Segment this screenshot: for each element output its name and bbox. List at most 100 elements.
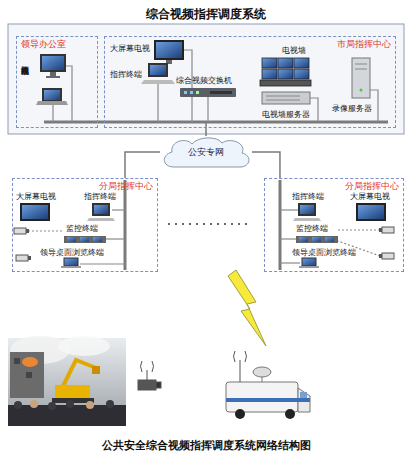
device-label: 综合视频交换机 — [176, 76, 232, 85]
van-window — [300, 392, 307, 398]
camera-body — [138, 380, 156, 390]
switch-light — [190, 91, 193, 94]
console-screen — [80, 237, 89, 242]
server-body — [262, 92, 310, 104]
crowd-head — [86, 401, 94, 409]
diagram-title: 综合视频指挥调度系统 — [0, 6, 412, 23]
van-antenna — [240, 360, 241, 382]
device-wire — [52, 105, 53, 122]
box-heading: 分局指挥中心 — [99, 181, 153, 191]
device-label: 监控终端 — [296, 224, 328, 233]
monitor-screen — [42, 56, 64, 70]
monitor-stand — [46, 76, 60, 78]
tower-body — [352, 58, 370, 98]
device-wire — [280, 209, 298, 210]
network-link — [125, 152, 160, 178]
console-screen — [67, 237, 76, 242]
box-heading: 领导办公室 — [21, 39, 66, 49]
tv-screen — [22, 205, 48, 219]
device-label: 监控终端 — [66, 224, 98, 233]
tv-frame — [356, 203, 386, 221]
device-wire — [207, 97, 208, 122]
wall-screen — [278, 69, 293, 79]
wireless-lightning — [228, 270, 266, 346]
device-label: 指挥终端 — [292, 192, 324, 201]
wall-screen — [278, 58, 293, 68]
camera-antenna — [147, 370, 148, 380]
keyboard — [141, 80, 175, 84]
keyboard — [293, 218, 321, 221]
photo-building — [10, 352, 44, 398]
desktop-terminal-icon — [36, 54, 68, 105]
device-wire — [28, 50, 380, 264]
console-body — [64, 236, 106, 243]
server-slot — [266, 100, 300, 101]
tv-frame — [20, 203, 50, 221]
camera-body — [16, 255, 28, 261]
device-label: 指挥终端 — [110, 70, 142, 79]
cloud-label: 公安专网 — [160, 136, 252, 168]
console-screen — [325, 237, 334, 242]
tower-slot — [355, 69, 367, 70]
van-stripe — [226, 398, 310, 402]
device-label: 电视墙服务器 — [262, 110, 310, 119]
crowd-head — [14, 401, 22, 409]
scene-photo — [8, 336, 126, 426]
device-wire — [157, 84, 158, 122]
tv-screen — [156, 42, 182, 58]
device-wire — [280, 238, 296, 239]
device-label: 大屏幕电视 — [350, 192, 390, 201]
camera-lens — [156, 382, 161, 388]
bus-line — [44, 121, 388, 124]
camera-lens — [379, 228, 382, 232]
camera-lens — [26, 229, 29, 233]
photo-crowd — [8, 405, 126, 426]
device-label: 大屏幕电视 — [16, 192, 56, 201]
laptop-base — [36, 101, 68, 105]
monitor-frame — [298, 203, 316, 216]
monitor-stand — [50, 72, 56, 76]
outer-frame — [8, 24, 404, 134]
console-screen — [312, 237, 321, 242]
excavator-bucket — [92, 366, 100, 374]
monitor-screen — [150, 65, 166, 75]
camera-wire — [338, 229, 380, 230]
camera-body — [382, 253, 394, 259]
command-van-icon — [226, 351, 310, 419]
crowd-head — [106, 400, 114, 408]
laptop-screen — [64, 258, 78, 266]
van-wheel — [285, 409, 295, 419]
device-label: 录像服务器 — [332, 104, 372, 113]
camera-body — [382, 227, 394, 233]
crowd-head — [66, 400, 74, 408]
wall-screen — [262, 58, 277, 68]
video-switch-icon — [180, 88, 236, 97]
console-body — [296, 236, 338, 243]
van-body — [226, 382, 298, 412]
camera-lens — [379, 254, 382, 258]
wall-screen — [262, 69, 277, 79]
diagram-caption: 公共安全综合视频指挥调度系统网络结构图 — [0, 438, 412, 453]
branch-devices-right — [293, 203, 394, 268]
laptop-frame — [42, 88, 62, 101]
recording-server-icon — [352, 58, 370, 98]
office-box: 领导办公室 — [16, 36, 98, 128]
crowd-head — [48, 402, 56, 410]
network-cloud: 公安专网 — [160, 136, 252, 168]
crowd-head — [30, 400, 38, 408]
laptop-base — [61, 266, 81, 268]
device-label: 领导桌面浏览终端 — [292, 248, 356, 257]
switch-port — [210, 91, 232, 94]
branch-devices-left — [14, 203, 115, 268]
tv-screen — [358, 205, 384, 219]
box-heading: 分局指挥中心 — [345, 181, 399, 191]
camera-body — [14, 228, 26, 234]
laptop-base — [299, 266, 319, 268]
camera-wire — [28, 230, 64, 231]
photo-window — [26, 372, 32, 378]
photo-smoke — [58, 336, 110, 356]
excavator-body — [55, 385, 90, 399]
wireless-camera-icon — [138, 361, 161, 390]
